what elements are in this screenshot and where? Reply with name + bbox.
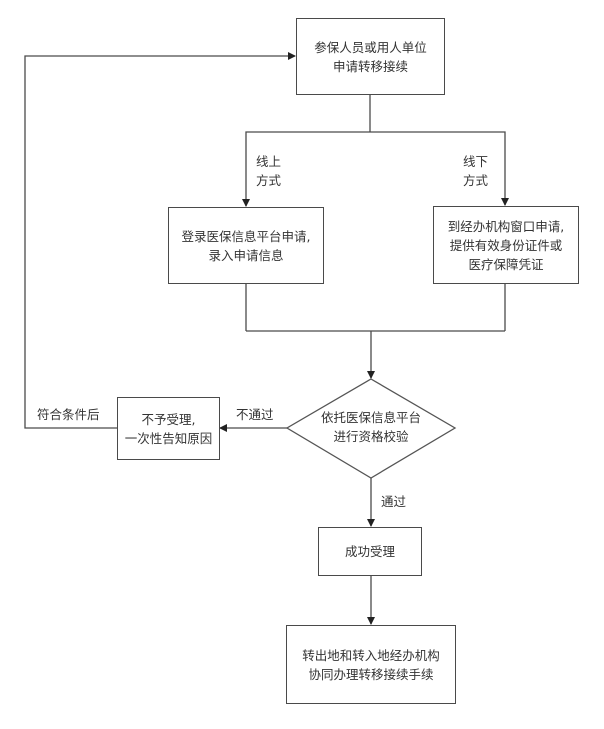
node-eligibility-check: 依托医保信息平台 进行资格校验 — [301, 408, 441, 446]
node-offline-line-1: 到经办机构窗口申请, — [447, 218, 565, 234]
node-accept: 成功受理 — [318, 527, 422, 576]
node-check-line-1: 依托医保信息平台 — [320, 410, 421, 425]
node-online-line-1: 登录医保信息平台申请, — [181, 228, 311, 244]
node-apply-line-1: 参保人员或用人单位 — [314, 39, 427, 55]
node-offline-line-2: 提供有效身份证件或 — [449, 237, 563, 253]
node-online-line-2: 录入申请信息 — [208, 247, 284, 263]
edge-label-retry: 符合条件后 — [37, 407, 100, 422]
node-reject-line-1: 不予受理, — [141, 411, 196, 427]
node-online-apply: 登录医保信息平台申请, 录入申请信息 — [168, 207, 324, 284]
edge-label-pass: 通过 — [381, 494, 407, 509]
node-apply-line-2: 申请转移接续 — [332, 58, 408, 74]
edge-label-online: 线上 方式 — [256, 152, 281, 190]
node-reject-line-2: 一次性告知原因 — [124, 430, 213, 446]
edge-label-fail: 不通过 — [236, 407, 274, 422]
node-transfer-line-2: 协同办理转移接续手续 — [308, 666, 434, 682]
edge-split-online — [242, 131, 370, 207]
node-reject: 不予受理, 一次性告知原因 — [117, 397, 220, 460]
edge-reject-start — [24, 52, 296, 429]
edge-label-online-line-2: 方式 — [256, 173, 282, 188]
node-offline-line-3: 医疗保障凭证 — [468, 256, 544, 272]
node-transfer: 转出地和转入地经办机构 协同办理转移接续手续 — [286, 625, 456, 704]
node-accept-line-1: 成功受理 — [344, 544, 395, 559]
edge-label-offline-line-1: 线下 — [463, 154, 489, 169]
node-apply: 参保人员或用人单位 申请转移接续 — [296, 18, 445, 95]
edge-label-online-line-1: 线上 — [256, 154, 282, 169]
node-transfer-line-1: 转出地和转入地经办机构 — [302, 647, 440, 663]
edge-label-offline-line-2: 方式 — [463, 173, 489, 188]
node-offline-apply: 到经办机构窗口申请, 提供有效身份证件或 医疗保障凭证 — [433, 206, 579, 284]
edge-split-offline — [370, 131, 509, 206]
node-check-line-2: 进行资格校验 — [333, 429, 409, 444]
edge-label-offline: 线下 方式 — [463, 152, 488, 190]
